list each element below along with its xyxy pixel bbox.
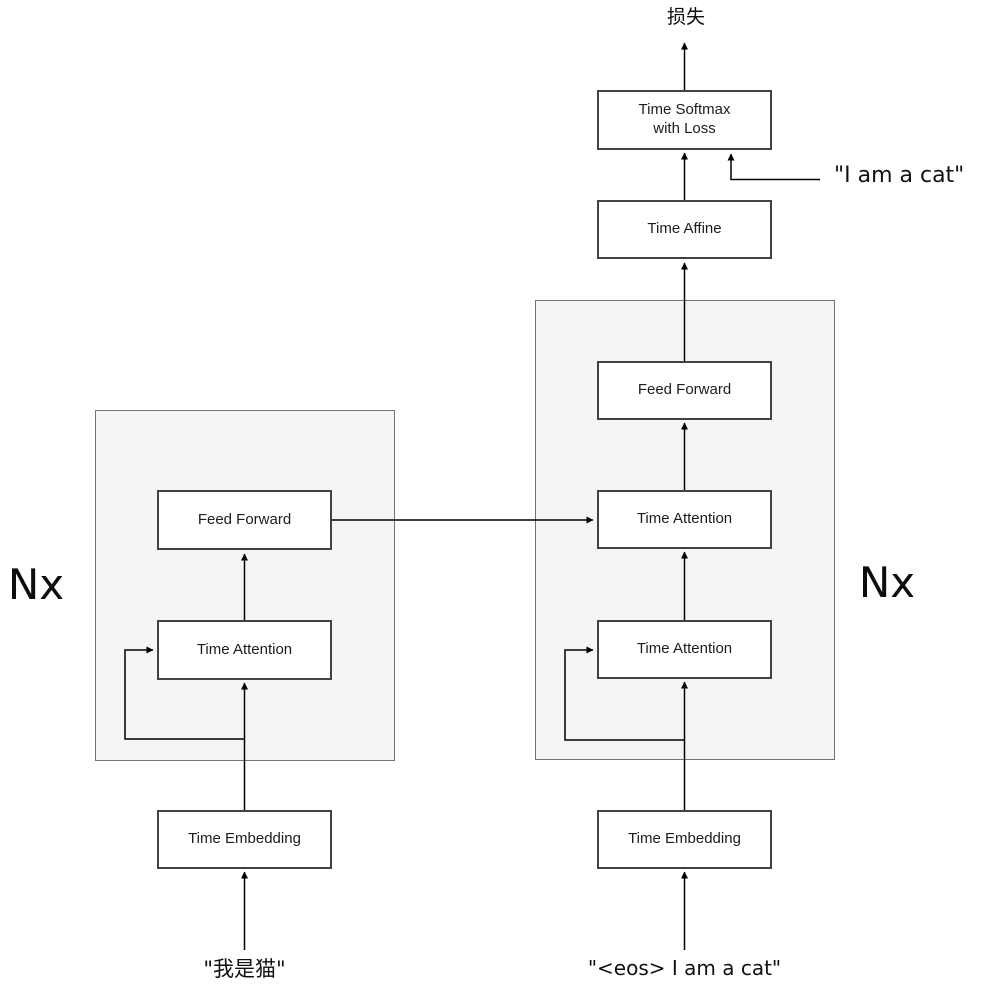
box-label-line2: with Loss	[653, 120, 716, 137]
box-label: Time Attention	[636, 510, 733, 528]
box-decoder-cross-attention: Time Attention	[597, 490, 772, 549]
box-label: Time Embedding	[628, 830, 741, 848]
box-label: Time Embedding	[188, 830, 301, 848]
box-decoder-self-attention: Time Attention	[597, 620, 772, 679]
box-encoder-embedding: Time Embedding	[157, 810, 332, 869]
loss-label: 损失	[666, 6, 705, 28]
box-time-softmax-with-loss: Time Softmax with Loss	[597, 90, 772, 150]
box-label: Feed Forward	[197, 510, 292, 528]
decoder-repeat-count-label: Nx	[858, 558, 916, 607]
box-decoder-feed-forward: Feed Forward	[597, 361, 772, 420]
box-label: Feed Forward	[637, 381, 732, 399]
decoder-input-label: "<eos> I am a cat"	[587, 956, 782, 980]
box-label-line1: Time Softmax	[638, 101, 731, 119]
box-decoder-embedding: Time Embedding	[597, 810, 772, 869]
box-encoder-attention: Time Attention	[157, 620, 332, 680]
box-encoder-feed-forward: Feed Forward	[157, 490, 332, 550]
encoder-input-label: "我是猫"	[203, 957, 286, 981]
arrow-target-to-softmax	[727, 153, 820, 181]
target-sentence-label: "I am a cat"	[834, 163, 965, 188]
box-label: Time Affine	[647, 220, 722, 238]
arrow-decoder-attention-self-loop	[564, 646, 685, 741]
arrow-encoder-attention-self-loop	[124, 646, 245, 740]
encoder-repeat-count-label: Nx	[7, 560, 65, 609]
box-time-affine: Time Affine	[597, 200, 772, 259]
box-label: Time Attention	[636, 640, 733, 658]
box-label: Time Attention	[196, 640, 293, 658]
